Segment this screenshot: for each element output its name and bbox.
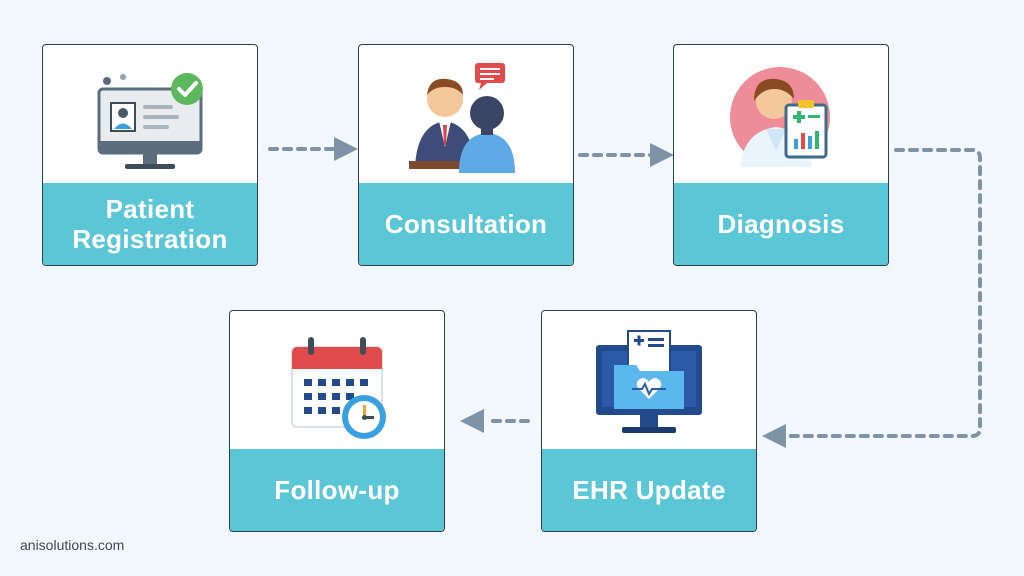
ehr-folder-monitor-icon	[596, 330, 702, 433]
step-label-consultation: Consultation	[359, 183, 573, 265]
registration-monitor-icon	[97, 73, 203, 169]
step-label-follow-up: Follow-up	[230, 449, 444, 531]
calendar-clock-icon	[291, 337, 386, 439]
step-card-ehr-update: EHR Update	[541, 310, 757, 532]
step-card-follow-up: Follow-up	[229, 310, 445, 532]
step-label-diagnosis: Diagnosis	[674, 183, 888, 265]
brand-footer: anisolutions.com	[20, 537, 125, 553]
step-card-consultation: Consultation	[358, 44, 574, 266]
consultation-people-icon	[409, 63, 515, 173]
arrowhead-to-ehr	[762, 424, 786, 448]
connector-diagnosis-to-ehr	[786, 148, 982, 438]
arrowhead-to-consultation	[334, 137, 358, 161]
step-label-patient-registration: Patient Registration	[43, 183, 257, 265]
arrowhead-to-diagnosis	[650, 143, 674, 167]
step-label-ehr-update: EHR Update	[542, 449, 756, 531]
step-card-diagnosis: Diagnosis	[673, 44, 889, 266]
arrowhead-to-followup	[460, 409, 484, 433]
step-card-patient-registration: Patient Registration	[42, 44, 258, 266]
doctor-clipboard-icon	[730, 67, 830, 167]
